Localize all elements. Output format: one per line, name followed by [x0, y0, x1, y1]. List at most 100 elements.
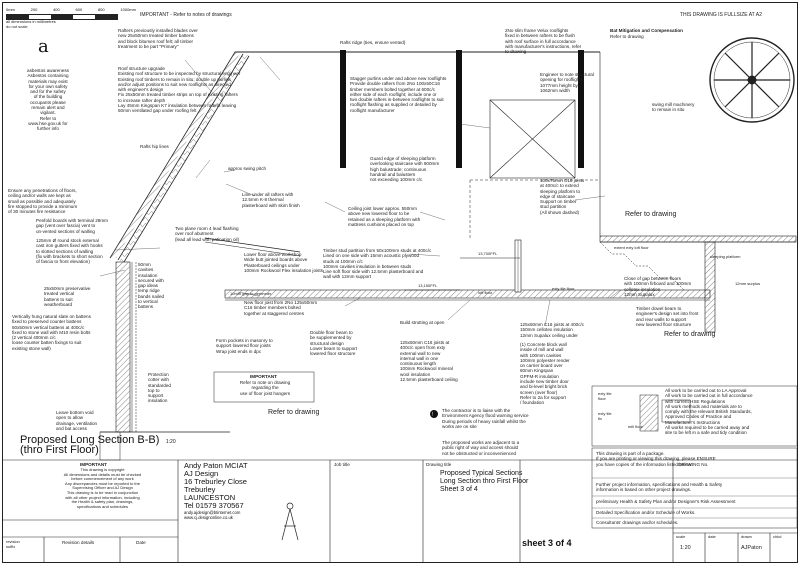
mill-wheel [709, 37, 795, 123]
note-vertically-hung: Vertically hung natural slate on battens… [12, 314, 91, 351]
note-ridge-line: Rafts ridge (ties, ensure vented) [340, 40, 406, 45]
refer-drawing-1: Refer to drawing [625, 211, 677, 218]
logo-glyph: a [38, 36, 49, 57]
print-size-note: THIS DRAWING IS FULLSIZE AT A2 [680, 12, 762, 18]
stair-outline [599, 241, 685, 291]
note-timber-stud: Timber stud partition from 50x100mm stud… [323, 248, 432, 280]
note-fire-gaps: Ensure any penetrations of floors, ceili… [8, 188, 78, 215]
tb-checked-label: chkd [773, 534, 782, 539]
company-line3: 16 Treburley Close [184, 477, 247, 486]
drawing-title-line2: (thro First Floor) [20, 444, 99, 456]
note-asbestos: asbestos awareness Asbestos containing m… [27, 68, 69, 132]
dim-13700: 13,700FFL [478, 251, 498, 256]
label-loft-floor: loft floor [478, 290, 493, 295]
note-engineer: Engineer to note structural opening for … [540, 72, 594, 93]
tb-scale-value: 1:20 [680, 545, 691, 551]
roof-insulation [118, 54, 249, 262]
note-c16-joists: 100x75mm C16 joists at 400c/c to extend … [540, 178, 585, 215]
title-block-lines [2, 459, 798, 563]
note-rooflight-frame: 2No slim frame Velux rooflights fixed in… [505, 28, 582, 55]
note-leave-bottom: Leave bottom void open to allow drainage… [56, 410, 98, 431]
tb-job-title-label: Job title [334, 462, 350, 467]
tb-sheet-label: sheet 3 of 4 [522, 538, 572, 548]
tb-revision-details: Revision details [62, 540, 95, 545]
drawing-title-line1: Proposed Long Section B-B) [20, 434, 160, 446]
dim-13150: 13,150FFL [418, 283, 438, 288]
scale-bar [6, 14, 118, 20]
company-web: www.cj.designonline.co.uk [184, 515, 233, 520]
tb-important-text: This drawing is copyright All dimensions… [63, 467, 142, 509]
note-cavities-insulation: 50mm cavities insulation secured with ga… [138, 262, 165, 310]
note-close-gap: Close of gap between floors with 100mm f… [624, 276, 692, 297]
note-battens-floor: 10mm gap to perimeter [230, 291, 272, 296]
left-wall [115, 261, 131, 433]
tb-drawing-title-label: Drawing title [426, 462, 452, 467]
tb-important-title: IMPORTANT [80, 462, 107, 467]
scale-label-0: 0mm [6, 7, 15, 12]
label-sleeping-platform: sleeping platform [710, 254, 741, 259]
scale-bar-labels: 0mm 200 400 600 800 1000mm [6, 7, 136, 13]
tb-date-col-label: date [708, 534, 716, 539]
important-box-title: IMPORTANT [250, 374, 277, 379]
note-roof-structure: Roof structure upgrade Existing roof str… [118, 66, 241, 114]
note-rafters: Rafters previously installed blades over… [118, 28, 198, 49]
note-joists-100: 125x50mm C16 joists at 400c/c 150mm cell… [520, 322, 585, 338]
tb-drawing-no-label: DRAWING No. [678, 462, 709, 467]
note-swing-mill: swing mill machinery to remain in situ [652, 102, 695, 113]
trimmer-post-2 [456, 50, 462, 168]
note-double-floor: Double floor beam to be supplemented by … [310, 330, 357, 357]
tb-scale-label: scale [676, 534, 686, 539]
tb-revision-label: revision suffix [6, 539, 20, 549]
company-name: Andy Paton MCIAT [184, 461, 248, 470]
svg-text:!: ! [432, 412, 433, 418]
note-stagger-purlins: Stagger purlins under and above new roof… [350, 76, 447, 113]
bat-mitigation-title: Bat Mitigation and Compensation [610, 28, 683, 33]
note-package: This drawing is part of a package. If yo… [596, 451, 716, 467]
drawing-title: Proposed Long Section B-B) 1:20 [20, 430, 176, 448]
note-approx-pitch: approx swing pitch [228, 166, 267, 171]
note-joists-400: 125x50mm C16 joists at 400c/c open from … [400, 340, 458, 383]
trimmer-post-3 [578, 50, 584, 168]
note-timber-dowel: Timber dowel beam to engineer's design s… [636, 306, 699, 327]
note-form-pockets: Form pockets in masonry to support lower… [216, 338, 273, 354]
tb-date: Date [136, 540, 146, 545]
dividers-icon [281, 502, 299, 541]
note-floor-joist: New floor joist from 2No 125x50mm C16 ti… [244, 300, 318, 316]
note-two-plane: Two plane room 4 lead flashing over roof… [175, 226, 240, 242]
scale-label-2: 400 [53, 7, 60, 12]
note-build-strutting: Build strutting at open [400, 320, 445, 325]
note-ceiling-joist: Ceiling joist lower approx. 550mm above … [348, 206, 421, 227]
note-package-4: Consultants' drawings and/or schedules. [596, 520, 679, 525]
note-line-rafters: Line under all rafters with 12.5mm K-8 t… [242, 192, 300, 208]
important-box-body: Refer to note on drawing regarding the u… [239, 380, 291, 396]
note-package-1: Further project information, specificati… [596, 482, 723, 493]
important-header-note: IMPORTANT - Refer to notes of drawings [140, 12, 232, 18]
company-line4: Treburley [184, 485, 216, 494]
note-package-2: preliminary Health & Safety Plan and/or … [596, 499, 736, 504]
company-line5: LAUNCESTON [184, 493, 236, 502]
note-lower-floor: Lower floor above workshop Wide butt joi… [244, 252, 323, 273]
note-vertical-battens: 25x50mm preservative treated vertical ba… [44, 286, 91, 307]
label-exty-tile-2: exty tile fix [598, 411, 612, 421]
warning-symbol [430, 410, 438, 418]
scale-label-1: 200 [30, 7, 38, 12]
note-contractor: The contractor is to liaise with the Env… [442, 408, 529, 429]
note-penfold-boards: Penfold boards with terminal 28mm gap (v… [36, 218, 109, 234]
refer-drawing-2: Refer to drawing [664, 331, 716, 338]
note-rafts-hip: Rafts hip lines [140, 144, 169, 149]
tb-drawn-label: drawn [741, 534, 752, 539]
scale-label-4: 800 [97, 7, 105, 12]
label-mill-floor: mill floor [628, 424, 643, 429]
company-line2: AJ Design [184, 469, 219, 478]
tb-drawn-value: AJPaton [741, 545, 762, 551]
label-exty-floor: exty tile floor [552, 286, 575, 291]
leader-lines [99, 56, 621, 327]
trimmer-post-1 [340, 50, 346, 168]
note-package-3: Detailed Specification and/or Schedule o… [596, 510, 696, 515]
company-tel: Tel 01579 370567 [184, 501, 244, 510]
refer-drawing-3: Refer to drawing [268, 409, 320, 416]
scale-note: all dimensions in millimetres do not sca… [6, 19, 56, 29]
tb-company: Andy Paton MCIAT AJ Design 16 Treburley … [184, 461, 248, 521]
